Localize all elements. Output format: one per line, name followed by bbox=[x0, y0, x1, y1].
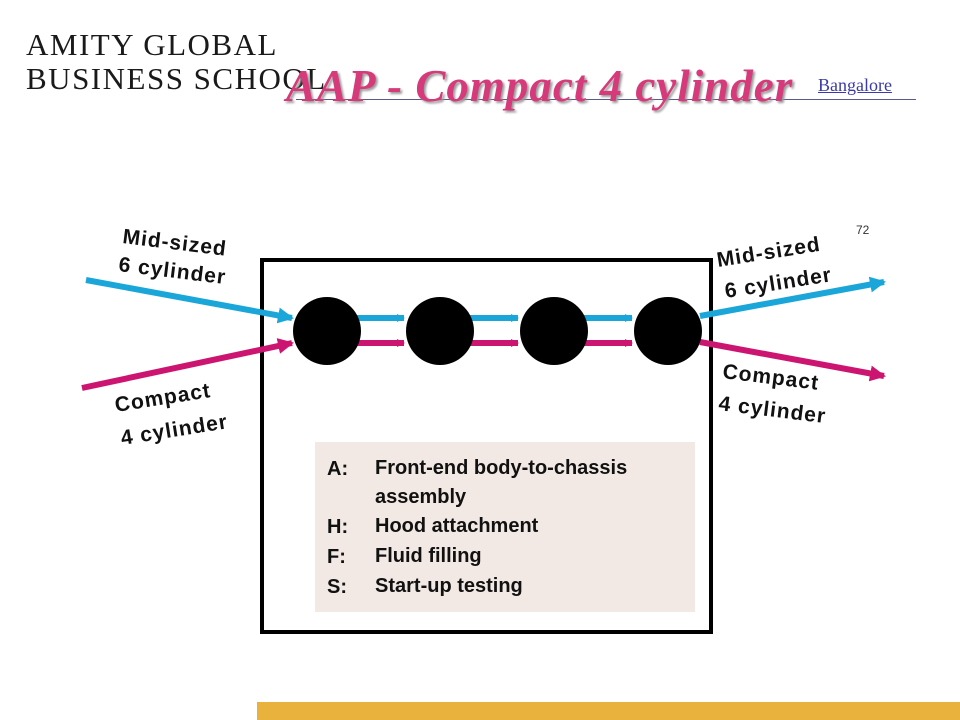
footer-bar bbox=[257, 702, 960, 720]
school-logo-text: AMITY GLOBAL BUSINESS SCHOOL bbox=[26, 28, 327, 96]
legend-item: H: Hood attachment bbox=[327, 512, 685, 542]
legend-desc: Hood attachment bbox=[375, 515, 539, 537]
legend-desc: Front-end body-to-chassis assembly bbox=[375, 457, 628, 508]
mid-sized-output-arrow bbox=[699, 276, 886, 319]
header-rule bbox=[296, 99, 916, 100]
page-number: 72 bbox=[856, 223, 870, 237]
workstation-node bbox=[634, 297, 702, 365]
input-compact-label-line1: Compact bbox=[113, 379, 212, 417]
plant-boundary bbox=[260, 258, 713, 634]
input-compact-label-line2: 4 cylinder bbox=[119, 410, 229, 450]
legend-code: F: bbox=[327, 546, 346, 568]
campus-link[interactable]: Bangalore bbox=[818, 75, 892, 95]
slide-title: AAP - Compact 4 cylinder bbox=[286, 61, 794, 111]
school-name-line1: AMITY GLOBAL bbox=[26, 27, 278, 62]
output-compact-label-line1: Compact bbox=[721, 360, 820, 395]
legend-code: A: bbox=[327, 458, 349, 480]
mid-sized-input-arrow bbox=[85, 277, 294, 324]
compact-output-arrow bbox=[699, 339, 886, 382]
workstation-node bbox=[406, 297, 474, 365]
legend-item: S: Start-up testing bbox=[327, 572, 685, 602]
legend-desc: Start-up testing bbox=[375, 575, 523, 597]
legend-code: S: bbox=[327, 576, 347, 598]
station-legend: A: Front-end body-to-chassis assembly H:… bbox=[315, 442, 695, 612]
workstation-node bbox=[293, 297, 361, 365]
between-station-flows bbox=[350, 314, 633, 347]
output-mid-sized-label-line1: Mid-sized bbox=[715, 233, 822, 272]
school-name-line2: BUSINESS SCHOOL bbox=[26, 61, 327, 96]
legend-item: A: Front-end body-to-chassis assembly bbox=[327, 454, 685, 512]
legend-desc: Fluid filling bbox=[375, 545, 482, 567]
legend-item: F: Fluid filling bbox=[327, 542, 685, 572]
workstation-node bbox=[520, 297, 588, 365]
legend-code: H: bbox=[327, 516, 349, 538]
workstations bbox=[293, 297, 702, 365]
compact-input-arrow bbox=[81, 338, 294, 391]
output-compact-label-line2: 4 cylinder bbox=[717, 392, 827, 428]
